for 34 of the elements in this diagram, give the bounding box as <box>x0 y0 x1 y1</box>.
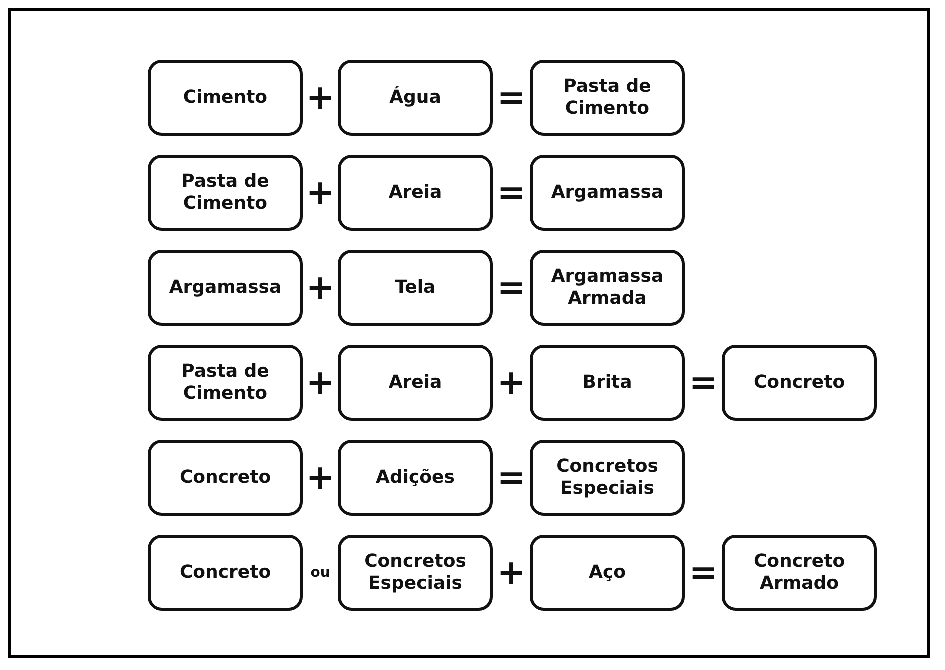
equals-sign: = <box>496 80 527 116</box>
material-box: Água <box>338 60 493 136</box>
material-box: Concreto Armado <box>722 535 877 611</box>
material-box: Argamassa <box>148 250 303 326</box>
material-box: Argamassa Armada <box>530 250 685 326</box>
material-box: Areia <box>338 345 493 421</box>
material-box: Pasta de Cimento <box>148 155 303 231</box>
equals-sign: = <box>496 270 527 306</box>
material-box: Argamassa <box>530 155 685 231</box>
material-box: Concreto <box>722 345 877 421</box>
material-box: Concreto <box>148 440 303 516</box>
material-box: Aço <box>530 535 685 611</box>
plus-sign: + <box>496 555 527 591</box>
material-box: Concretos Especiais <box>338 535 493 611</box>
equals-sign: = <box>688 365 719 401</box>
material-box: Concretos Especiais <box>530 440 685 516</box>
equals-sign: = <box>496 175 527 211</box>
material-box: Areia <box>338 155 493 231</box>
material-box: Adições <box>338 440 493 516</box>
plus-sign: + <box>305 460 336 496</box>
material-box: Tela <box>338 250 493 326</box>
plus-sign: + <box>496 365 527 401</box>
plus-sign: + <box>305 80 336 116</box>
plus-sign: + <box>305 365 336 401</box>
or-connector: ou <box>310 565 332 581</box>
material-box: Pasta de Cimento <box>530 60 685 136</box>
material-box: Brita <box>530 345 685 421</box>
material-box: Pasta de Cimento <box>148 345 303 421</box>
material-box: Concreto <box>148 535 303 611</box>
plus-sign: + <box>305 270 336 306</box>
plus-sign: + <box>305 175 336 211</box>
equals-sign: = <box>688 555 719 591</box>
material-box: Cimento <box>148 60 303 136</box>
equals-sign: = <box>496 460 527 496</box>
